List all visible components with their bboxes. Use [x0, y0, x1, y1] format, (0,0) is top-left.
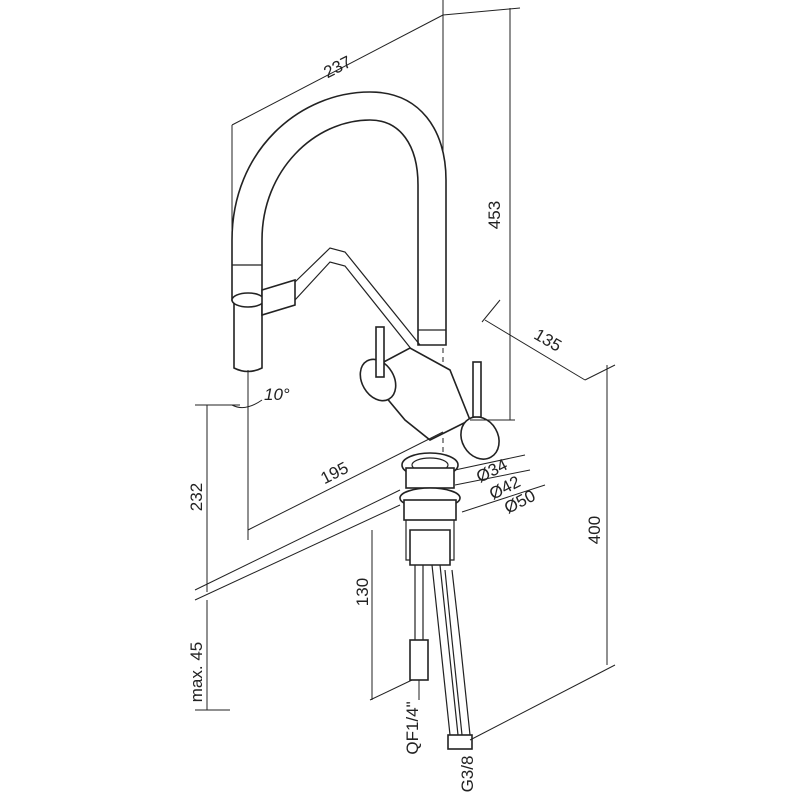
extension-lines [194, 7, 616, 741]
diameter-leaders [454, 454, 546, 513]
label-qf-1-4: QF1/4" [403, 701, 422, 754]
label-g3-8: G3/8 [458, 756, 477, 793]
dim-line-237 [231, 14, 444, 126]
dim-400: 400 [585, 516, 604, 544]
dim-237: 237 [321, 52, 355, 82]
dim-angle: 10° [264, 385, 290, 404]
right-handle [472, 361, 482, 418]
angle-arc [231, 399, 263, 409]
dim-max-45: max. 45 [187, 642, 206, 702]
dim-195: 195 [318, 458, 352, 488]
dim-232: 232 [187, 483, 206, 511]
dim-line-135 [484, 319, 586, 381]
faucet-body [359, 326, 500, 460]
dim-453: 453 [485, 201, 504, 229]
mounting-shank [399, 452, 461, 566]
left-handle [375, 326, 385, 378]
dim-130: 130 [353, 578, 372, 606]
gooseneck-spout [231, 91, 447, 346]
spray-head [231, 278, 296, 373]
dim-line-195 [247, 431, 444, 531]
supply-hoses [409, 564, 473, 750]
side-arm [294, 247, 421, 346]
